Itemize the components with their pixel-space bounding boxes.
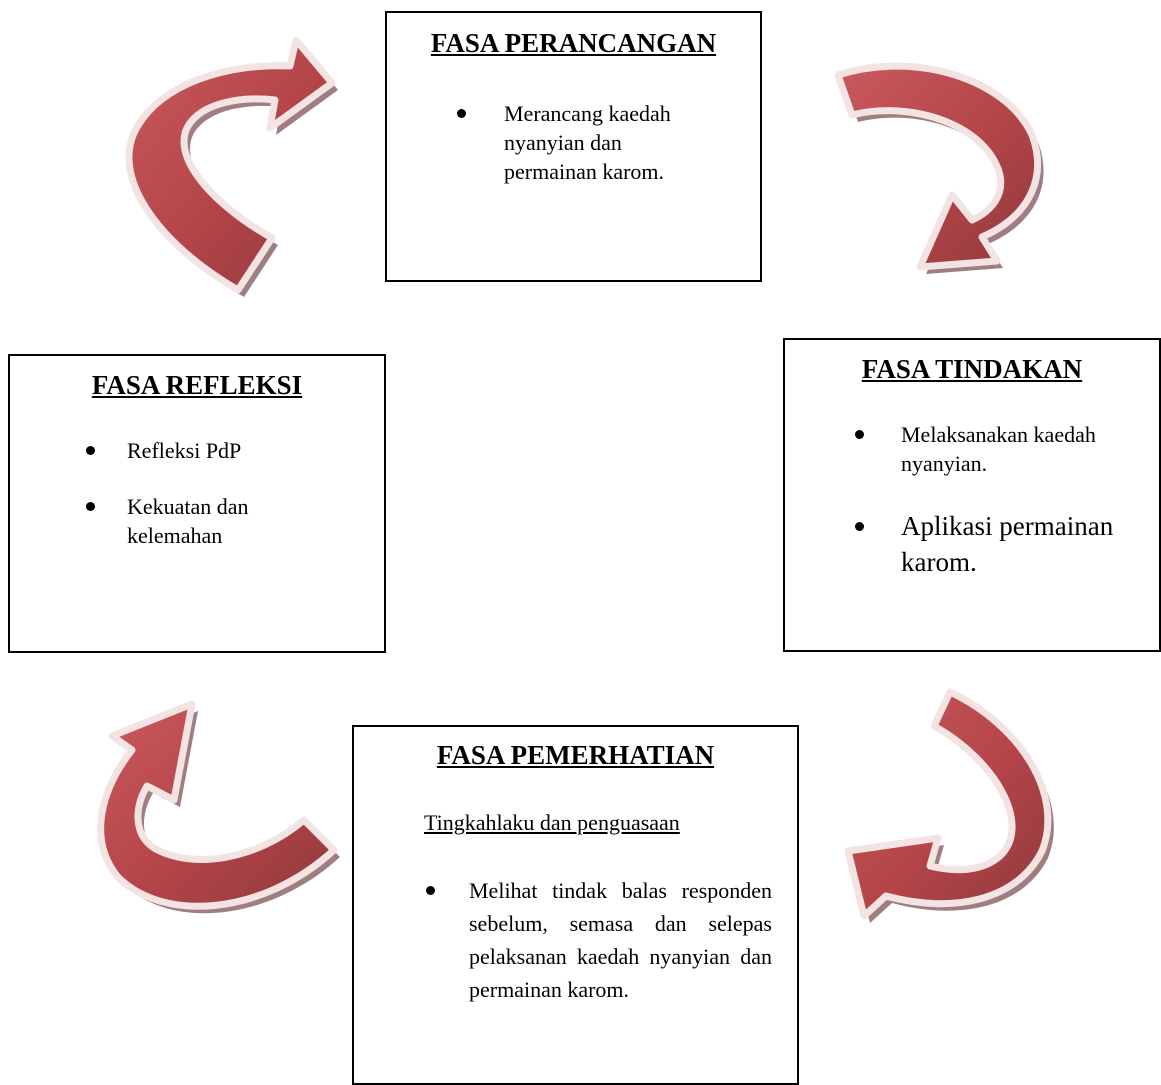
bullet-dot-icon [855,430,864,439]
cycle-arrow-top-left [125,36,338,297]
bullet-dot-icon [457,109,466,118]
phase-title: FASA REFLEKSI [91,370,303,400]
bullet-text: Melaksanakan kaedah nyanyian. [901,422,1096,476]
bullet-list: Melihat tindak balas responden sebelum, … [354,874,797,1006]
bullet-list: Refleksi PdP Kekuatan dan kelemahan [10,436,384,577]
phase-subheading: Tingkahlaku dan penguasaan [424,810,680,835]
bullet-text: Merancang kaedah nyanyian dan permainan … [504,101,671,184]
bullet-text: Kekuatan dan kelemahan [127,494,249,548]
bullet-item: Merancang kaedah nyanyian dan permainan … [387,99,760,186]
phase-title: FASA PERANCANGAN [430,28,717,58]
phase-title: FASA PEMERHATIAN [436,740,715,770]
cycle-arrow-top-right [834,62,1044,275]
bullet-list: Melaksanakan kaedah nyanyian. Aplikasi p… [785,420,1159,580]
phase-title: FASA TINDAKAN [861,354,1083,384]
bullet-dot-icon [855,522,864,531]
bullet-item: Melaksanakan kaedah nyanyian. [785,420,1159,478]
cycle-arrow-bottom-left [97,700,340,914]
phase-box-perancangan: FASA PERANCANGAN Merancang kaedah nyanyi… [385,11,762,282]
bullet-text: Refleksi PdP [127,438,242,463]
bullet-item: Refleksi PdP [10,436,384,465]
bullet-dot-icon [426,886,435,895]
bullet-item: Melihat tindak balas responden sebelum, … [354,874,797,1006]
bullet-dot-icon [86,502,95,511]
phase-box-pemerhatian: FASA PEMERHATIAN Tingkahlaku dan penguas… [352,725,799,1085]
bullet-list: Merancang kaedah nyanyian dan permainan … [387,99,760,186]
bullet-text: Melihat tindak balas responden sebelum, … [469,878,772,1002]
bullet-item: Aplikasi permainan karom. [785,508,1159,580]
bullet-dot-icon [86,446,95,455]
cycle-arrow-bottom-right [844,688,1054,923]
bullet-item: Kekuatan dan kelemahan [10,492,384,550]
bullet-text: Aplikasi permainan karom. [901,511,1114,577]
phase-box-refleksi: FASA REFLEKSI Refleksi PdP Kekuatan dan … [8,354,386,653]
phase-box-tindakan: FASA TINDAKAN Melaksanakan kaedah nyanyi… [783,338,1161,652]
